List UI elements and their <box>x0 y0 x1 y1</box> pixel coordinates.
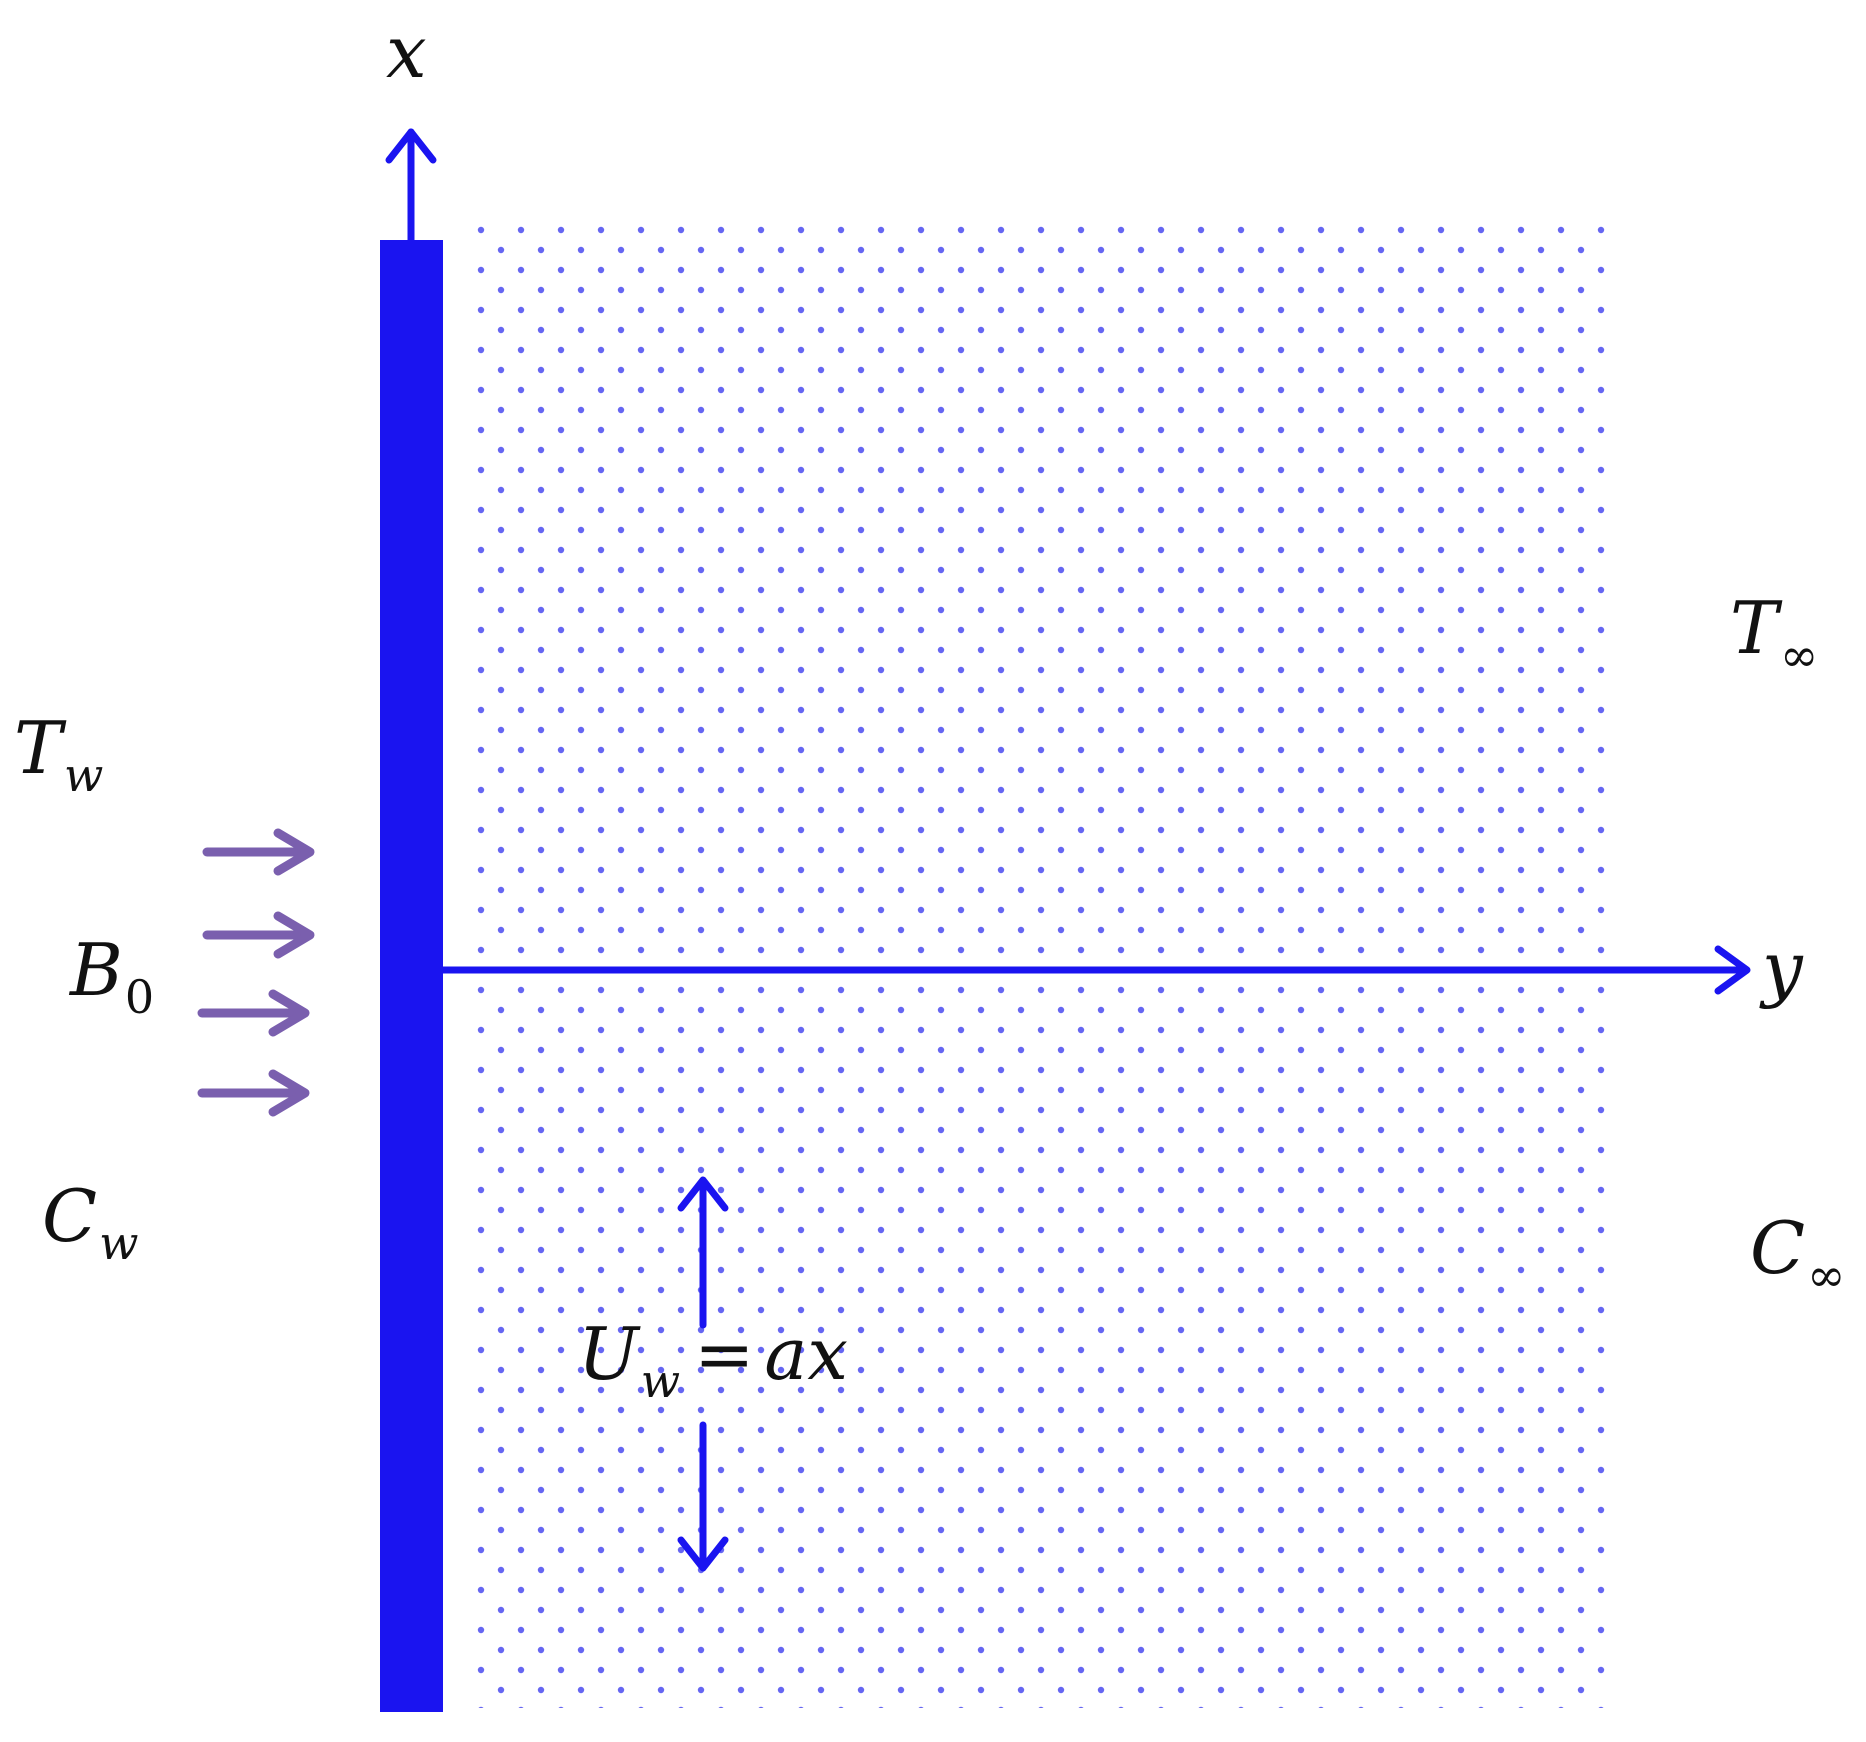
x-axis-arrow <box>385 128 437 249</box>
velocity-down-arrow <box>677 1421 729 1572</box>
wall-velocity-arrows <box>677 1176 729 1572</box>
field-arrow-2 <box>202 911 315 959</box>
wall-velocity-equation: Uw=ax <box>578 1312 848 1408</box>
field-arrow-3 <box>197 989 310 1037</box>
ambient-concentration-label: C∞ <box>1750 1206 1846 1302</box>
wall-temperature-label: Tw <box>14 706 104 802</box>
y-axis-arrow <box>439 945 1751 995</box>
velocity-up-arrow <box>677 1176 729 1329</box>
magnetic-field-arrows <box>197 828 315 1117</box>
field-arrow-4 <box>197 1069 310 1117</box>
field-arrow-1 <box>202 828 315 876</box>
stretching-plate <box>380 240 443 1712</box>
magnetic-field-label: B0 <box>70 928 155 1024</box>
x-axis-label: x <box>386 10 427 94</box>
ambient-temperature-label: T∞ <box>1730 586 1819 682</box>
wall-concentration-label: Cw <box>42 1174 139 1270</box>
y-axis-label: y <box>1762 926 1803 1010</box>
